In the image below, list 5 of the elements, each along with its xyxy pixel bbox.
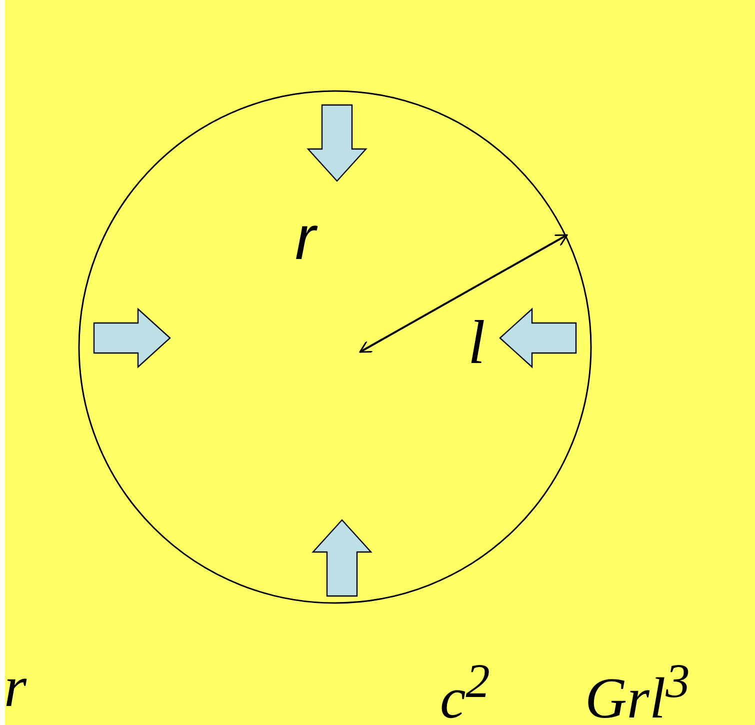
variable-label: r <box>4 658 27 716</box>
formula-text: Grl$^{3}$ <box>585 658 690 725</box>
variable-label: l <box>468 312 486 374</box>
variable-label: r <box>295 208 316 270</box>
formula-text: c$^{2}$ <box>440 658 490 725</box>
